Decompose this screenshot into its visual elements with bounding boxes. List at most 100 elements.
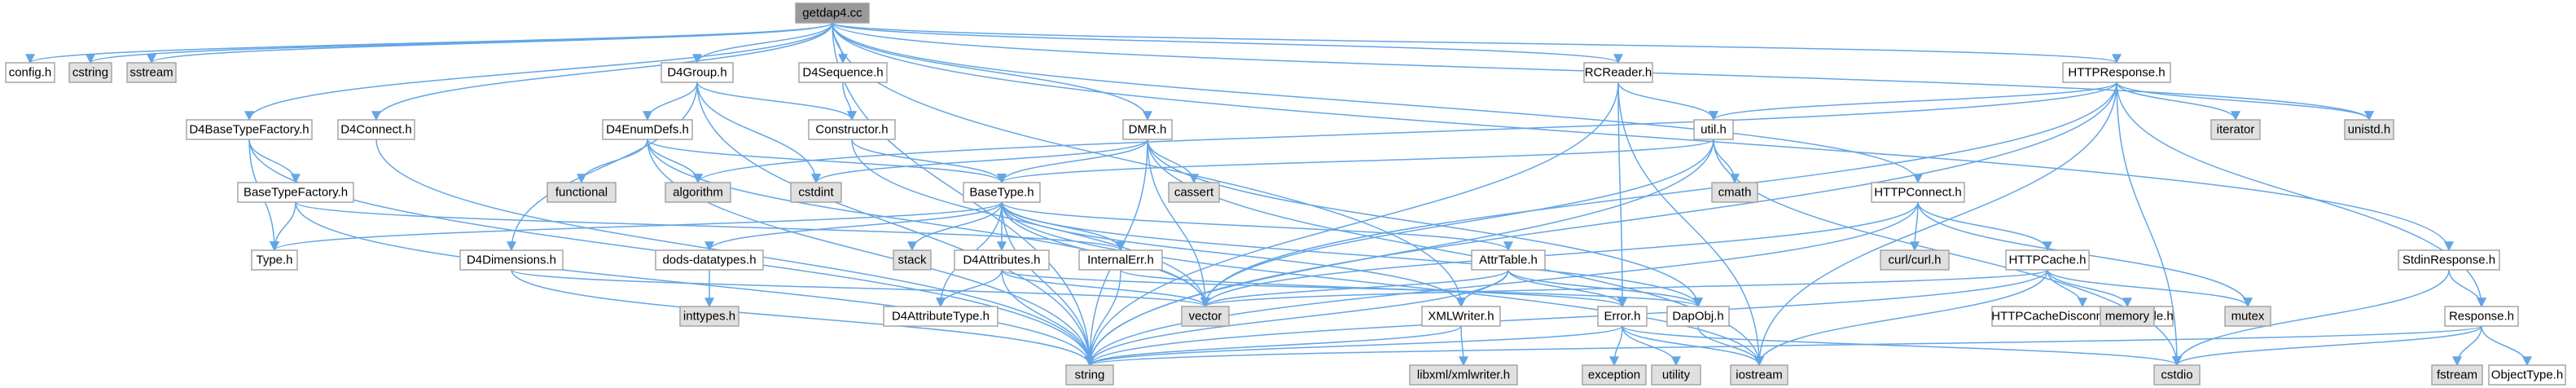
node-box-functional bbox=[546, 182, 617, 203]
node-error[interactable]: Error.h bbox=[1597, 306, 1648, 327]
node-utility: utility bbox=[1651, 364, 1701, 386]
node-box-httpconnect bbox=[1871, 182, 1965, 203]
edge-getdap4-to-sstream bbox=[147, 22, 833, 64]
node-label-functional: functional bbox=[555, 186, 608, 200]
node-config[interactable]: config.h bbox=[5, 62, 55, 83]
edge-basetype-to-string bbox=[1001, 201, 1095, 367]
node-label-httpcache: HTTPCache.h bbox=[2008, 254, 2086, 267]
node-label-basetypefactory: BaseTypeFactory.h bbox=[244, 186, 348, 200]
node-d4dimensions[interactable]: D4Dimensions.h bbox=[459, 249, 564, 271]
node-xmlwriter[interactable]: XMLWriter.h bbox=[1421, 306, 1501, 327]
edge-dmr-to-cassert bbox=[1147, 139, 1199, 184]
node-httpresponse[interactable]: HTTPResponse.h bbox=[2062, 62, 2171, 83]
edge-basetype-to-stack bbox=[907, 201, 1003, 252]
edge-error-to-utility bbox=[1622, 325, 1681, 367]
node-box-d4attributetype bbox=[883, 306, 998, 327]
edge-httpcache-to-iostream bbox=[1754, 269, 2048, 367]
edge-stdinresponse-to-cstdio bbox=[2172, 269, 2450, 367]
node-box-stdinresponse bbox=[2398, 249, 2500, 271]
node-dmr[interactable]: DMR.h bbox=[1122, 119, 1173, 140]
node-box-unistd bbox=[2344, 119, 2394, 140]
edge-d4dimensions-to-string bbox=[511, 269, 1095, 367]
node-box-rcreader bbox=[1583, 62, 1653, 83]
edge-rcreader-to-error bbox=[1617, 82, 1627, 308]
node-box-libxml bbox=[1409, 364, 1518, 386]
edge-httpcache-to-memory bbox=[2047, 269, 2132, 308]
node-label-cstdint: cstdint bbox=[798, 186, 834, 200]
edge-httpresponse-to-algorithm bbox=[693, 82, 2117, 184]
node-exception: exception bbox=[1582, 364, 1647, 386]
node-type[interactable]: Type.h bbox=[251, 249, 298, 271]
node-label-d4enumdefs: D4EnumDefs.h bbox=[606, 123, 689, 137]
node-d4sequence[interactable]: D4Sequence.h bbox=[798, 62, 888, 83]
node-label-fstream: fstream bbox=[2437, 368, 2477, 382]
node-constructor[interactable]: Constructor.h bbox=[808, 119, 896, 140]
node-util[interactable]: util.h bbox=[1693, 119, 1734, 140]
node-stack: stack bbox=[893, 249, 932, 271]
node-label-attrtable: AttrTable.h bbox=[1479, 254, 1538, 267]
node-rcreader[interactable]: RCReader.h bbox=[1583, 62, 1653, 83]
node-label-inttypes: inttypes.h bbox=[683, 310, 735, 324]
node-objecttype[interactable]: ObjectType.h bbox=[2488, 364, 2566, 386]
node-response[interactable]: Response.h bbox=[2444, 306, 2519, 327]
edge-getdap4-to-stdinresponse bbox=[832, 22, 2454, 252]
node-basetype[interactable]: BaseType.h bbox=[963, 182, 1041, 203]
node-dapobj[interactable]: DapObj.h bbox=[1666, 306, 1730, 327]
node-httpconnect[interactable]: HTTPConnect.h bbox=[1871, 182, 1965, 203]
edge-basetype-to-dodsdatatypes bbox=[704, 201, 1003, 252]
node-box-utility bbox=[1651, 364, 1701, 386]
node-dodsdatatypes[interactable]: dods-datatypes.h bbox=[655, 249, 764, 271]
node-box-cstdio bbox=[2153, 364, 2201, 386]
node-box-dodsdatatypes bbox=[655, 249, 764, 271]
node-box-iterator bbox=[2210, 119, 2261, 140]
node-label-internalerr: InternalErr.h bbox=[1087, 254, 1154, 267]
edge-d4attributes-to-vector bbox=[1001, 269, 1210, 308]
node-basetypefactory[interactable]: BaseTypeFactory.h bbox=[237, 182, 354, 203]
edge-httpcache-to-mutex bbox=[2047, 269, 2253, 308]
edge-basetype-to-dapobj bbox=[1001, 201, 1703, 308]
node-label-cassert: cassert bbox=[1174, 186, 1214, 200]
node-box-inttypes bbox=[679, 306, 739, 327]
node-getdap4: getdap4.cc bbox=[795, 2, 870, 24]
node-box-string bbox=[1065, 364, 1114, 386]
node-label-vector: vector bbox=[1189, 310, 1222, 324]
node-box-attrtable bbox=[1471, 249, 1546, 271]
node-stdinresponse[interactable]: StdinResponse.h bbox=[2398, 249, 2500, 271]
edge-d4enumdefs-to-basetype bbox=[647, 139, 1007, 184]
edge-constructor-to-basetype bbox=[851, 139, 1007, 184]
node-box-type bbox=[251, 249, 298, 271]
edge-httpresponse-to-unistd bbox=[2116, 82, 2374, 121]
node-attrtable[interactable]: AttrTable.h bbox=[1471, 249, 1546, 271]
node-algorithm: algorithm bbox=[665, 182, 731, 203]
edge-xmlwriter-to-libxml bbox=[1458, 325, 1468, 367]
node-d4enumdefs[interactable]: D4EnumDefs.h bbox=[602, 119, 693, 140]
node-label-exception: exception bbox=[1588, 368, 1640, 382]
node-d4attributetype[interactable]: D4AttributeType.h bbox=[883, 306, 998, 327]
edge-dmr-to-cstdint bbox=[811, 139, 1148, 184]
edge-d4attributes-to-d4attributetype bbox=[936, 269, 1003, 308]
edge-attrtable-to-vector bbox=[1200, 269, 1509, 308]
node-d4basetypefactory[interactable]: D4BaseTypeFactory.h bbox=[186, 119, 313, 140]
node-d4attributes[interactable]: D4Attributes.h bbox=[954, 249, 1050, 271]
node-httpcache[interactable]: HTTPCache.h bbox=[2005, 249, 2090, 271]
node-internalerr[interactable]: InternalErr.h bbox=[1078, 249, 1163, 271]
edge-rcreader-to-util bbox=[1617, 82, 1718, 121]
node-label-basetype: BaseType.h bbox=[969, 186, 1033, 200]
node-box-error bbox=[1597, 306, 1648, 327]
node-label-utility: utility bbox=[1662, 368, 1691, 382]
node-d4connect[interactable]: D4Connect.h bbox=[337, 119, 415, 140]
node-d4group[interactable]: D4Group.h bbox=[660, 62, 734, 83]
node-libxml: libxml/xmlwriter.h bbox=[1409, 364, 1518, 386]
node-label-algorithm: algorithm bbox=[673, 186, 723, 200]
node-label-d4sequence: D4Sequence.h bbox=[802, 66, 883, 80]
edge-httpresponse-to-cstdio bbox=[2116, 82, 2182, 367]
edge-internalerr-to-string bbox=[1085, 269, 1121, 367]
node-label-d4attributes: D4Attributes.h bbox=[963, 254, 1040, 267]
edge-attrtable-to-string bbox=[1085, 269, 1509, 367]
node-box-httpcache bbox=[2005, 249, 2090, 271]
node-unistd: unistd.h bbox=[2344, 119, 2394, 140]
edge-httpcache-to-httpcachedisc bbox=[2047, 269, 2087, 308]
edge-response-to-string bbox=[1085, 325, 2482, 367]
node-box-cmath bbox=[1711, 182, 1758, 203]
